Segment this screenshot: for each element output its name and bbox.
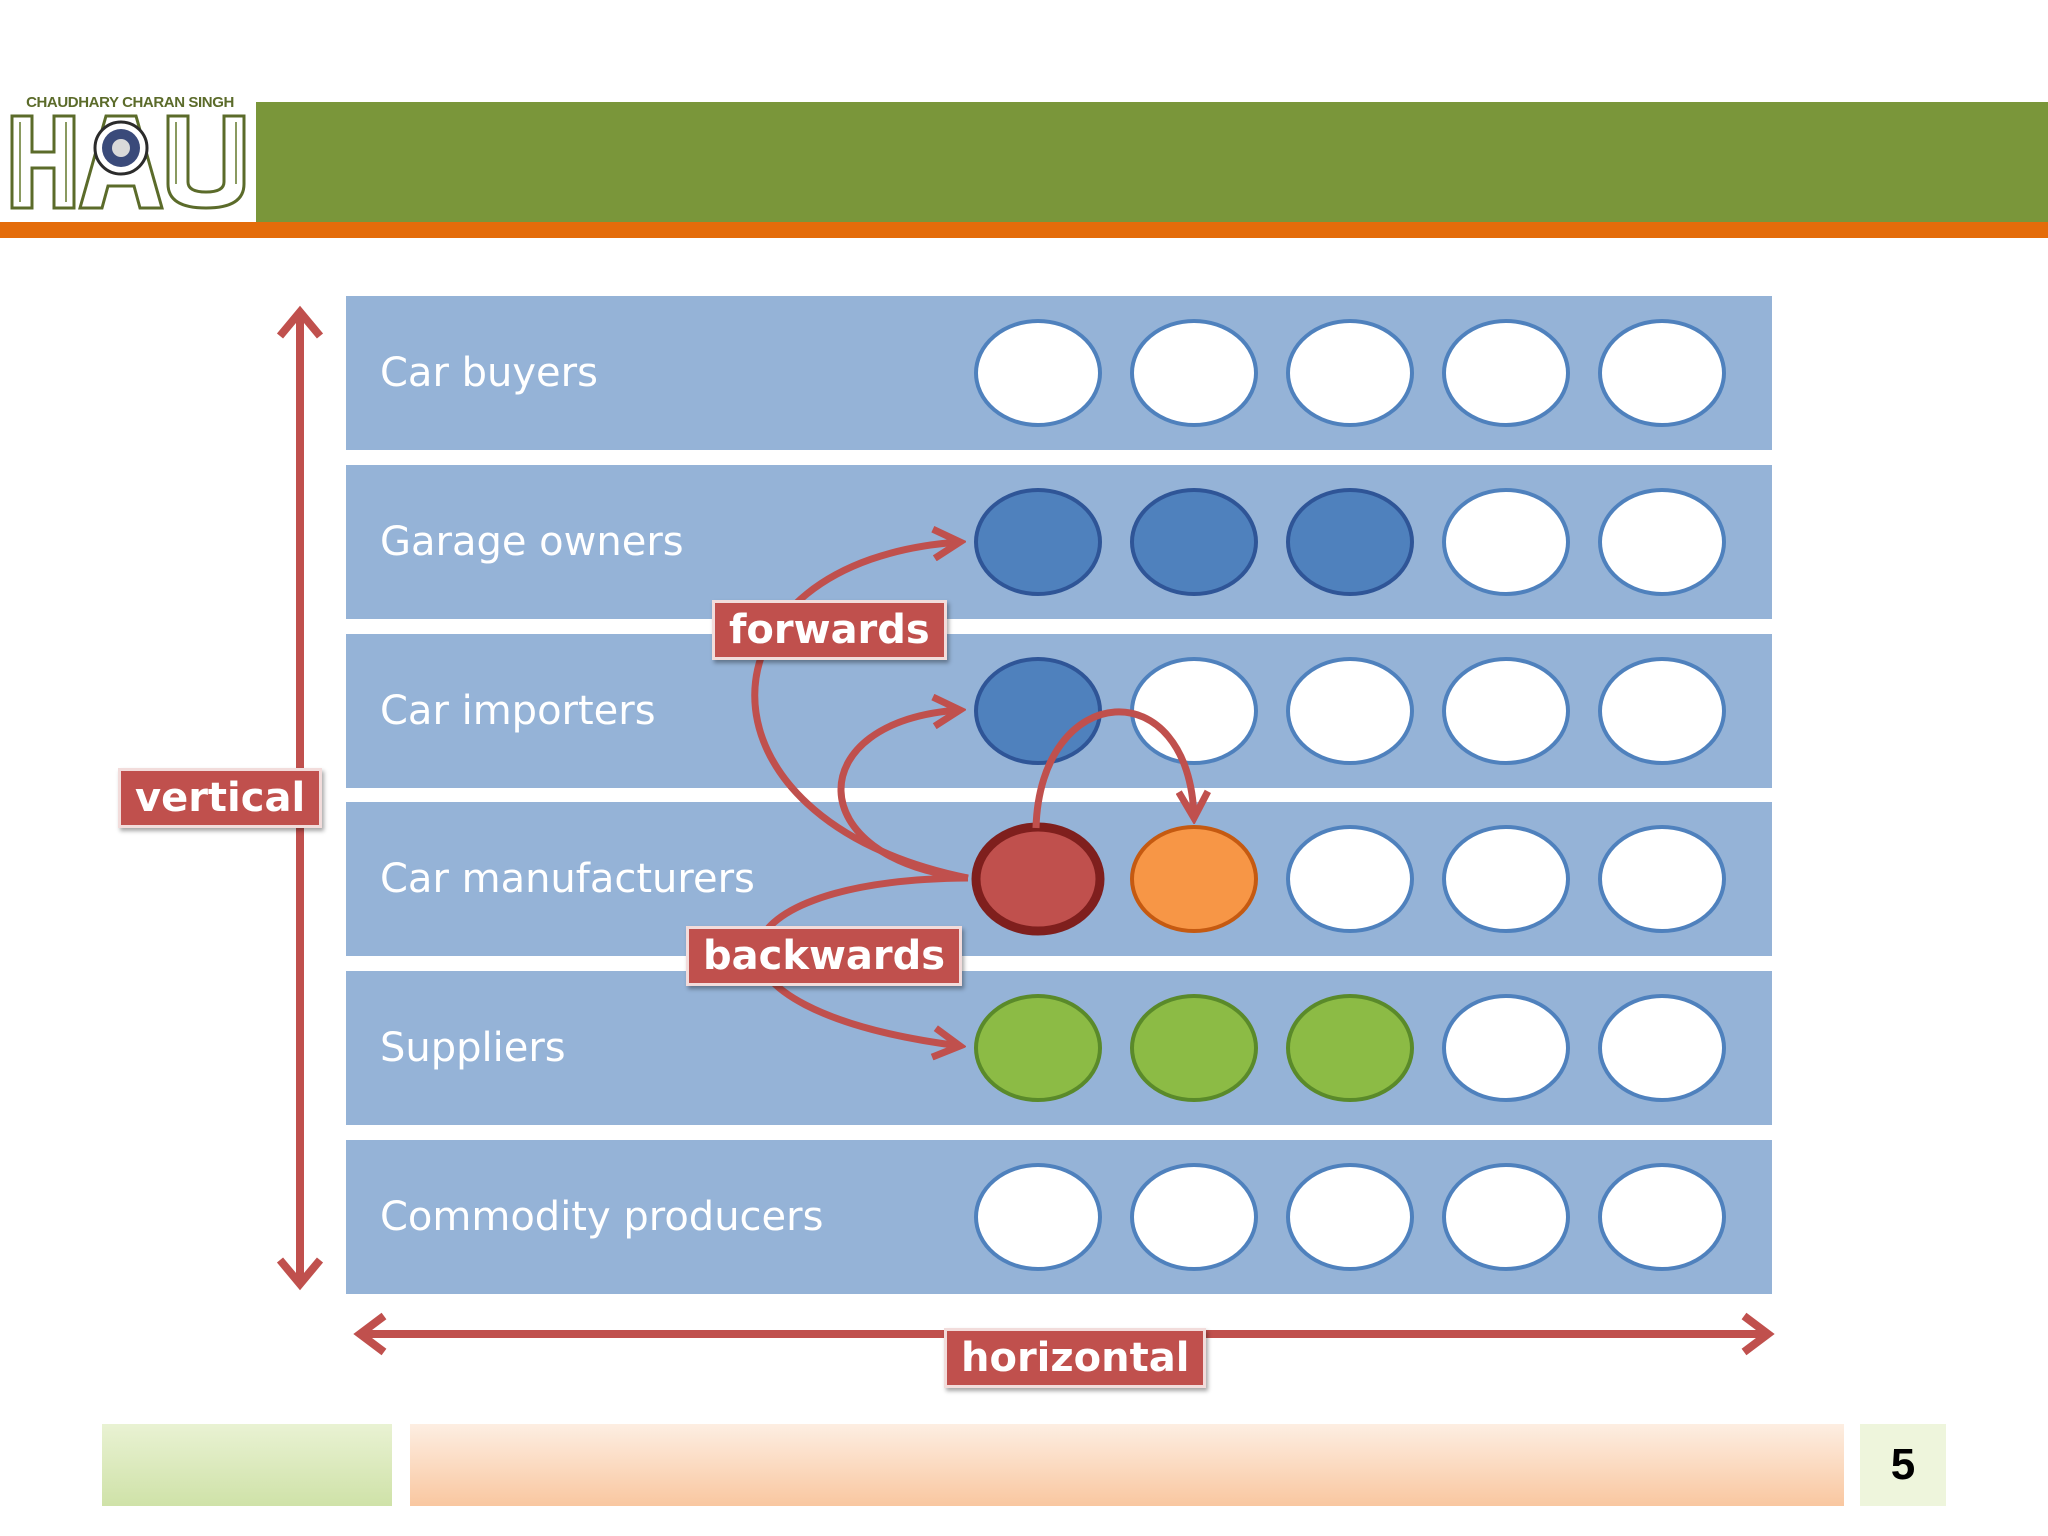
node-blue-r2-c0	[974, 657, 1102, 765]
footer-left-panel	[102, 1424, 392, 1506]
node-white-r5-c1	[1130, 1163, 1258, 1271]
node-white-r0-c2	[1286, 319, 1414, 427]
node-white-r0-c1	[1130, 319, 1258, 427]
header-accent-line	[0, 222, 2048, 238]
row-label: Car buyers	[380, 350, 598, 396]
node-white-r4-c4	[1598, 994, 1726, 1102]
node-white-r5-c2	[1286, 1163, 1414, 1271]
footer-center-panel	[410, 1424, 1844, 1506]
node-white-r2-c3	[1442, 657, 1570, 765]
node-green-r4-c2	[1286, 994, 1414, 1102]
node-white-r4-c3	[1442, 994, 1570, 1102]
forward-arrow-to-importer	[837, 710, 969, 882]
node-white-r1-c4	[1598, 488, 1726, 596]
page-number: 5	[1860, 1424, 1946, 1506]
forward-arrow-to-garage	[751, 542, 969, 882]
node-white-r1-c3	[1442, 488, 1570, 596]
vertical-tag: vertical	[118, 768, 323, 828]
node-white-r5-c0	[974, 1163, 1102, 1271]
node-white-r0-c3	[1442, 319, 1570, 427]
node-green-r4-c1	[1130, 994, 1258, 1102]
row-label: Car importers	[380, 688, 656, 734]
backwards-tag: backwards	[686, 926, 963, 986]
row-label: Commodity producers	[380, 1194, 824, 1240]
node-white-r2-c4	[1598, 657, 1726, 765]
row-label: Suppliers	[380, 1025, 566, 1071]
node-white-r2-c1	[1130, 657, 1258, 765]
node-white-r5-c4	[1598, 1163, 1726, 1271]
hau-logo-mark	[8, 112, 252, 216]
forwards-tag: forwards	[712, 600, 947, 660]
node-blue-r1-c0	[974, 488, 1102, 596]
node-white-r0-c0	[974, 319, 1102, 427]
horizontal-tag: horizontal	[944, 1328, 1207, 1388]
node-green-r4-c0	[974, 994, 1102, 1102]
node-white-r2-c2	[1286, 657, 1414, 765]
horizontal-integration-arrow	[1032, 708, 1194, 829]
logo-caption: CHAUDHARY CHARAN SINGH	[26, 94, 234, 111]
node-orange-r3-c1	[1130, 825, 1258, 933]
node-white-r3-c4	[1598, 825, 1726, 933]
row-label: Garage owners	[380, 519, 684, 565]
node-white-r3-c2	[1286, 825, 1414, 933]
row-label: Car manufacturers	[380, 856, 755, 902]
node-white-r3-c3	[1442, 825, 1570, 933]
node-white-r0-c4	[1598, 319, 1726, 427]
node-blue-r1-c2	[1286, 488, 1414, 596]
node-white-r5-c3	[1442, 1163, 1570, 1271]
header-bar	[256, 102, 2048, 222]
node-red-r3-c0	[971, 822, 1105, 936]
node-blue-r1-c1	[1130, 488, 1258, 596]
